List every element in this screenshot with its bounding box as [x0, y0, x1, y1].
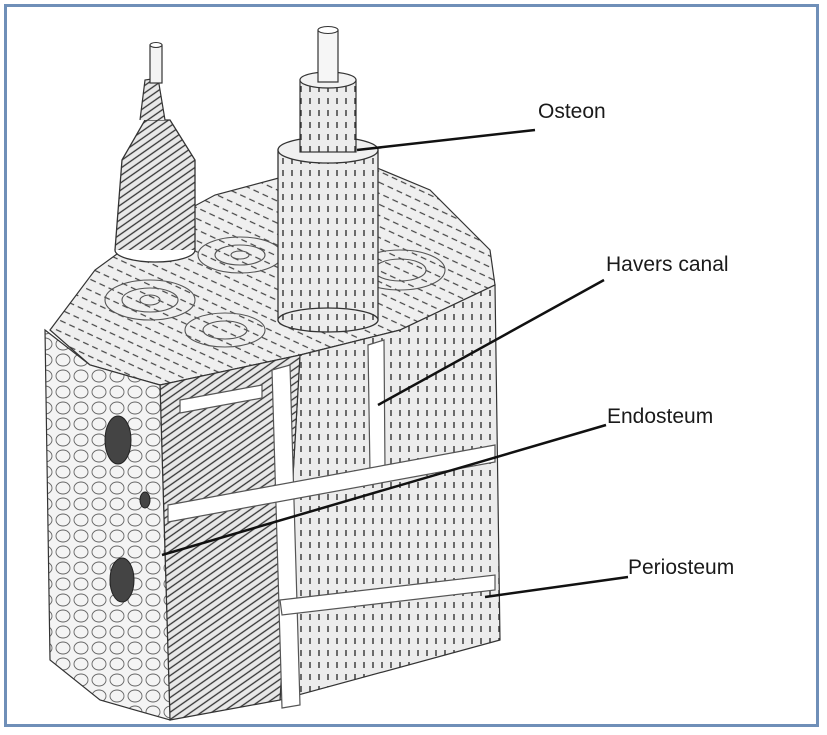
osteon-leader — [357, 130, 535, 150]
havers-canal-label: Havers canal — [606, 253, 729, 277]
spongy-bone — [45, 330, 170, 720]
osteon-cylinder — [278, 27, 378, 333]
endosteum-label: Endosteum — [607, 405, 713, 429]
twisted-osteon — [115, 43, 195, 263]
periosteum-label: Periosteum — [628, 556, 734, 580]
osteon-label: Osteon — [538, 100, 606, 124]
periosteum-leader — [485, 577, 628, 597]
